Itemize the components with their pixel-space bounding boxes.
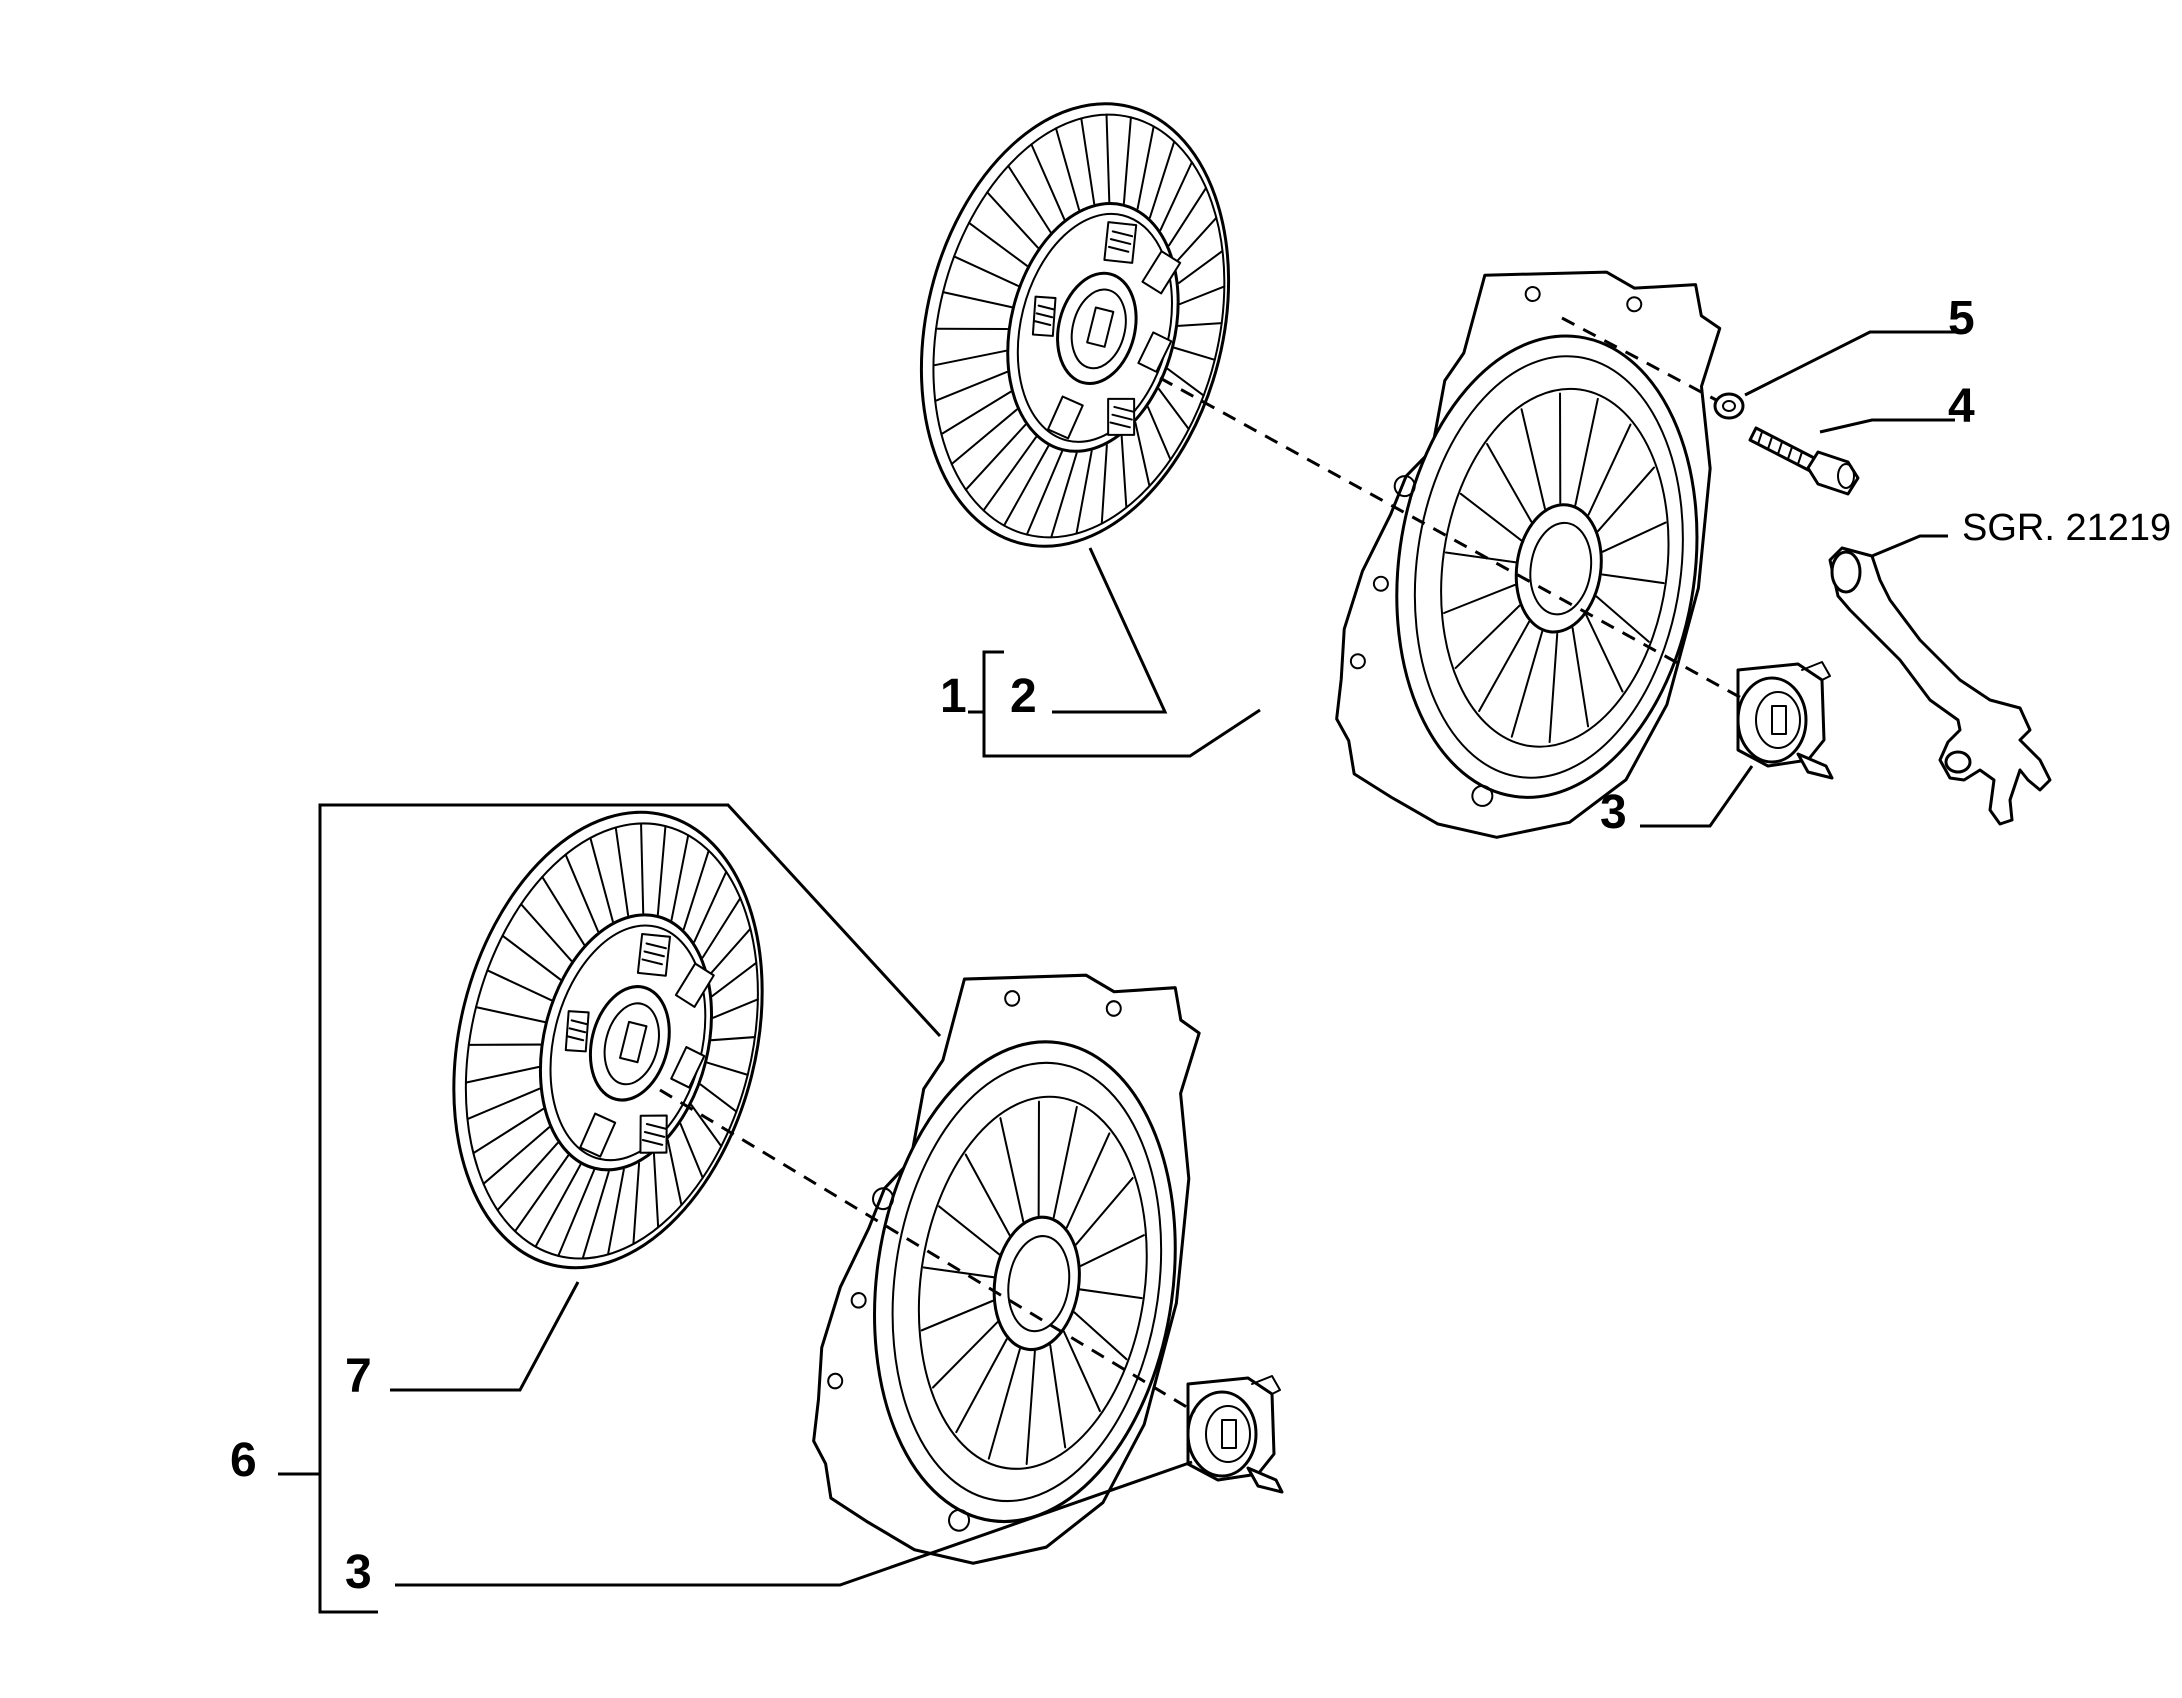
callout-2: 2 (1010, 670, 1037, 723)
callout-4: 4 (1948, 380, 1975, 433)
lower-pressure-plate (793, 944, 1222, 1588)
callout-3-upper: 3 (1600, 786, 1627, 839)
lower-release-bearing (1186, 1374, 1284, 1494)
upper-center-axis (1159, 376, 1746, 702)
leader-lines (278, 330, 1955, 1614)
lower-clutch-disc (406, 777, 810, 1303)
callout-3-lower: 3 (345, 1546, 372, 1599)
upper-clutch-disc (875, 69, 1275, 581)
release-fork (1828, 546, 2052, 826)
callout-5: 5 (1948, 292, 1975, 345)
washer (1713, 392, 1745, 420)
upper-release-bearing (1736, 660, 1834, 780)
bolt (1748, 426, 1860, 496)
upper-pressure-plate (1316, 241, 1742, 862)
upper-bolt-axis (1561, 316, 1721, 404)
callout-1: 1 (940, 670, 967, 723)
lower-center-axis (659, 1088, 1196, 1414)
sgr-reference-label: SGR. 21219 (1962, 507, 2171, 549)
callout-7: 7 (345, 1350, 372, 1403)
callout-6: 6 (230, 1434, 257, 1487)
